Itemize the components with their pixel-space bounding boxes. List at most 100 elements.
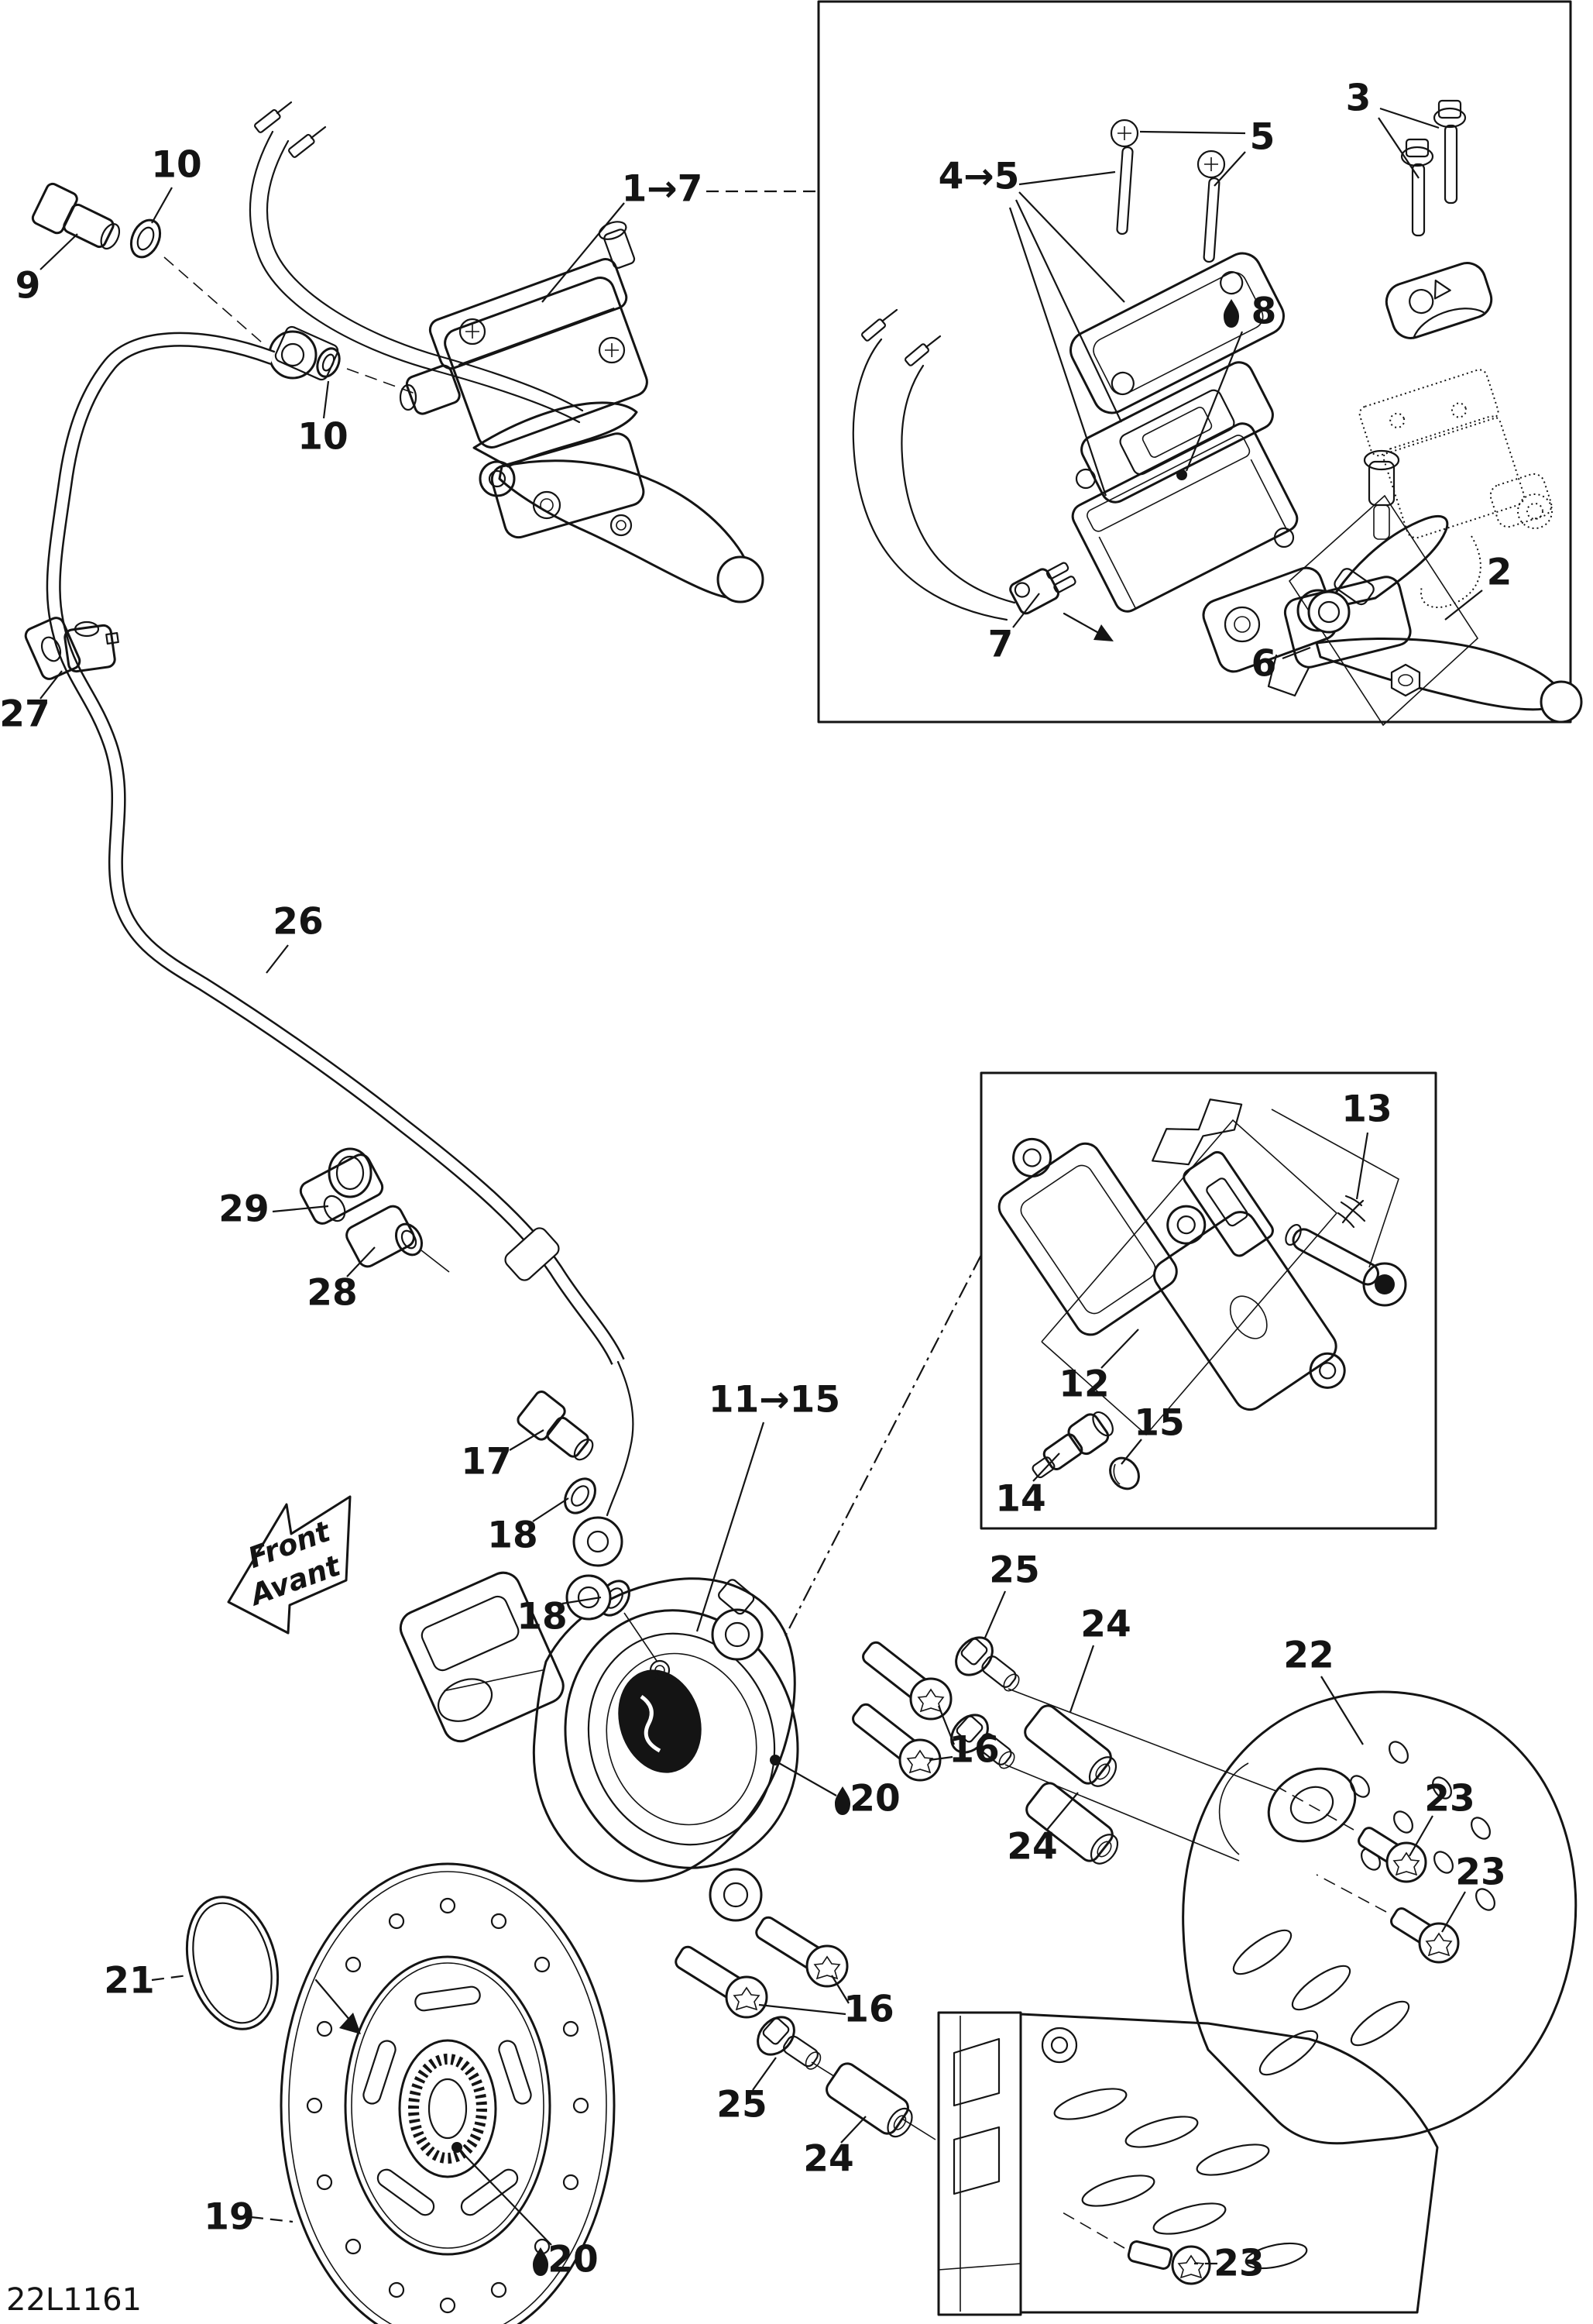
callout-leader [695, 1422, 765, 1632]
callout-label: 25 [989, 1549, 1039, 1592]
assembly-axis [1008, 1688, 1277, 1792]
lever-kit-outline [1288, 494, 1479, 727]
callout-leader [1214, 151, 1246, 187]
callout-leader [151, 187, 173, 224]
callout-label: 20 [548, 2239, 598, 2281]
lever-nut [1390, 663, 1421, 697]
callout-leader [461, 2151, 552, 2246]
brake-light-switch [1009, 562, 1076, 615]
brake-hose [46, 332, 634, 1517]
callout-label: 25 [716, 2084, 767, 2126]
callout-leader [1355, 1132, 1369, 1200]
lever-pivot-block [1283, 576, 1412, 669]
callout-leader [1018, 191, 1125, 303]
brake-disc [280, 1862, 616, 2324]
cover-screw [1110, 119, 1139, 235]
reservoir-bolt [598, 221, 636, 269]
callout-leader [778, 1762, 837, 1796]
brand-logo [618, 1669, 702, 1773]
reservoir-cover [1069, 252, 1285, 414]
handlebar-clamp [1385, 262, 1493, 339]
wire-connector-icon [254, 101, 327, 158]
callout-leader [1100, 1329, 1139, 1369]
assembly-axis [163, 256, 263, 343]
callout-label: 22 [1283, 1635, 1334, 1677]
callout-leader [1378, 117, 1420, 179]
washer [564, 1477, 596, 1514]
callout-leader [532, 1497, 569, 1522]
brake-pad [997, 1137, 1178, 1336]
carrier-slots [362, 1985, 532, 2216]
callout-leader [272, 1205, 329, 1213]
callout-label: 8 [1251, 290, 1277, 333]
bushing [345, 1205, 450, 1273]
spacer [1024, 1704, 1118, 1787]
o-ring [185, 1896, 280, 2030]
brake-switch-wires-detail [852, 308, 1016, 621]
callout-leader [39, 233, 78, 270]
callout-leader [1046, 1792, 1079, 1831]
flange-bolt [950, 1714, 1015, 1769]
callout-leader [929, 1755, 953, 1762]
callout-leader [561, 1596, 602, 1605]
callout-label: 9 [15, 265, 41, 308]
callout-leader [266, 944, 289, 974]
callout-leader [1121, 1439, 1142, 1465]
callout-label: 29 [218, 1188, 269, 1231]
spacer [1025, 1782, 1119, 1865]
hose-crimp-collar [504, 1227, 560, 1281]
callout-leader [509, 1429, 544, 1451]
reference-dot [770, 1755, 781, 1765]
inset-box-master-cylinder [817, 0, 1572, 724]
flange-bolt [955, 1636, 1020, 1692]
brake-switch-wires [249, 101, 584, 424]
hose-port-face [399, 383, 417, 411]
callout-leader [1282, 646, 1311, 660]
callout-label: 18 [517, 1596, 567, 1638]
callout-leader [784, 1254, 982, 1637]
pad-pin [1285, 1223, 1407, 1307]
callout-label: 23 [1424, 1778, 1475, 1820]
callout-label: 11→15 [709, 1379, 840, 1422]
callout-leader [39, 670, 63, 700]
callout-label: 2 [1487, 552, 1512, 594]
lever-tip [716, 555, 764, 603]
callout-label: 13 [1341, 1088, 1392, 1131]
callout-label: 14 [995, 1478, 1045, 1521]
spline-teeth [408, 2054, 487, 2164]
pin-clip [1337, 1195, 1366, 1229]
washer [129, 218, 162, 259]
callout-leader [1409, 1815, 1433, 1857]
brake-caliper [399, 1571, 799, 1922]
fluid-droplet-icon [835, 1786, 850, 1815]
flange-bolt [757, 2016, 822, 2070]
callout-leader [322, 380, 330, 419]
callout-label: 7 [988, 624, 1014, 666]
lever-pivot-bolt [1363, 449, 1400, 540]
callout-leader [1069, 1645, 1095, 1713]
callout-leader [1018, 170, 1116, 186]
callout-leader [758, 2003, 846, 2016]
reservoir-body [1071, 422, 1375, 697]
caliper-screw [862, 1641, 953, 1721]
fluid-droplet-icon [1224, 299, 1239, 328]
callout-label: 10 [297, 416, 348, 459]
caliper-screw [755, 1916, 849, 1988]
caliper-screw [852, 1703, 942, 1782]
callout-leader [1012, 593, 1040, 628]
callout-label: 24 [803, 2138, 853, 2181]
brake-lever-upper [472, 401, 638, 468]
inset-box-brake-pads [980, 1071, 1437, 1530]
plate-code: 22L1161 [6, 2282, 142, 2318]
lever-upper-blade [1324, 515, 1449, 610]
callout-leader [840, 2116, 867, 2144]
callout-leader [752, 2057, 777, 2091]
callout-label: 24 [1007, 1826, 1057, 1868]
hose-clamp [24, 617, 119, 680]
callout-leader [1032, 1452, 1060, 1482]
callout-label: 27 [0, 693, 50, 736]
callout-leader [984, 1590, 1007, 1638]
brake-pad [1152, 1205, 1346, 1411]
